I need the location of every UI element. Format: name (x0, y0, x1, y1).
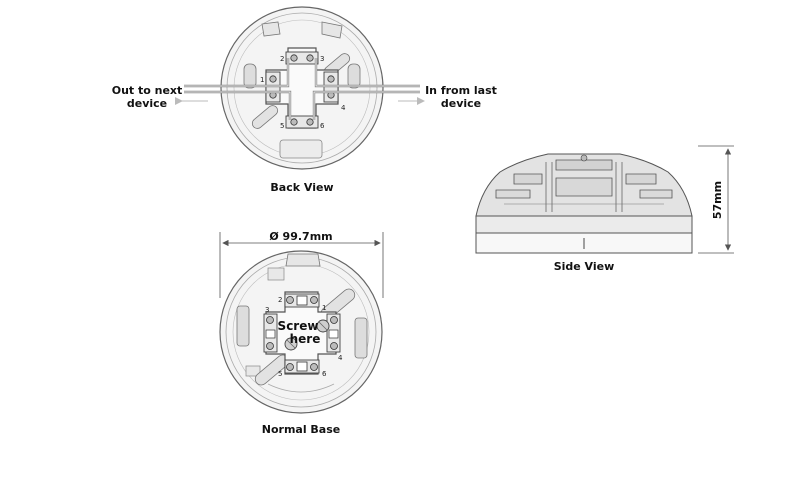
height-label: 57mm (711, 180, 724, 220)
normal-base-caption: Normal Base (261, 423, 341, 436)
out-to-next-device-label: Out to next device (108, 84, 186, 110)
out-label-line2: device (126, 97, 168, 110)
in-label-line1: In from last (425, 84, 497, 97)
side-view-caption: Side View (553, 260, 615, 273)
diameter-label: Ø 99.7mm (269, 230, 333, 243)
normal-base-terminal-numbers: 2 3 1 4 5 6 (265, 296, 343, 378)
base-terminal-number: 2 (278, 296, 282, 304)
base-terminal-number: 4 (338, 354, 343, 362)
screw-label-line2: here (289, 332, 321, 346)
back-terminal-number: 4 (341, 104, 346, 112)
back-view-terminal-numbers: 2 3 1 4 5 6 (260, 55, 346, 130)
base-terminal-number: 3 (265, 306, 269, 314)
base-terminal-number: 6 (322, 370, 327, 378)
in-label-line2: device (440, 97, 482, 110)
side-view-drawing (475, 145, 734, 254)
in-from-last-device-label: In from last device (420, 84, 502, 110)
back-view-caption: Back View (270, 181, 334, 194)
back-terminal-number: 1 (260, 76, 264, 84)
screw-here-label: Screw here (272, 320, 324, 346)
screw-label-line1: Screw (277, 319, 319, 333)
out-label-line1: Out to next (111, 84, 183, 97)
back-terminal-number: 6 (320, 122, 325, 130)
diameter-dimension (219, 232, 384, 298)
back-terminal-number: 5 (280, 122, 284, 130)
normal-base-drawing (219, 250, 383, 414)
back-terminal-number: 2 (280, 55, 284, 63)
base-terminal-number: 1 (322, 304, 326, 312)
back-view-drawing (175, 6, 425, 170)
base-terminal-number: 5 (278, 370, 282, 378)
back-terminal-number: 3 (320, 55, 324, 63)
